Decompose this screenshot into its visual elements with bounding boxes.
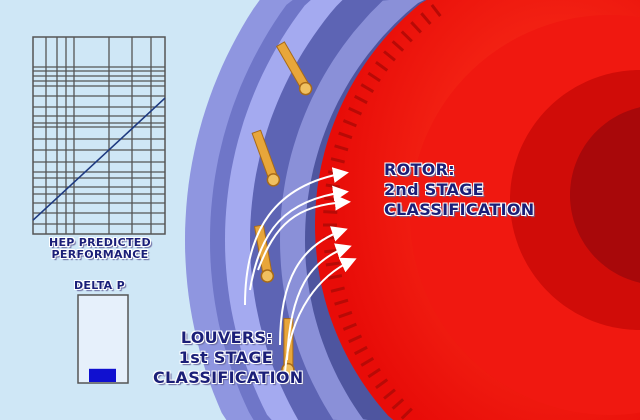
delta-p-fill (89, 368, 116, 382)
rotor-blade (400, 30, 413, 43)
chart-title-line-2: PERFORMANCE (51, 248, 149, 261)
performance-chart (32, 36, 166, 235)
rotor-blade (375, 60, 389, 72)
flow-arrow (284, 257, 357, 373)
rotor-blade (348, 334, 363, 344)
louvers-label-line-2: 1st STAGE (178, 348, 273, 367)
rotor-blade (338, 310, 353, 319)
rotor-label-line-2: 2nd STAGE (384, 180, 484, 199)
rotor-blade (391, 40, 405, 52)
louver (251, 129, 281, 187)
louver-pivot (260, 269, 275, 283)
rotor-shaft (570, 105, 640, 285)
rotor-blade (360, 357, 375, 367)
rotor-blade (420, 12, 432, 25)
flow-arrows (244, 167, 357, 373)
louvers-label-line-3: CLASSIFICATION (153, 368, 304, 387)
rotor-blade (410, 21, 422, 34)
rotor-blade (354, 345, 368, 356)
louver (275, 41, 313, 96)
rotor-label: ROTOR: 2nd STAGE CLASSIFICATION (384, 160, 534, 220)
rotor-label-line-3: CLASSIFICATION (384, 200, 535, 219)
rotor-blade (334, 298, 349, 306)
rotor-blade (367, 367, 381, 379)
delta-p-label: DELTA P (74, 279, 125, 292)
rotor (315, 0, 640, 420)
rotor-blade (367, 71, 381, 83)
rotor-blade (327, 274, 343, 280)
rotor-blade (323, 210, 338, 214)
delta-p-frame (77, 294, 129, 384)
rotor-blade (430, 4, 442, 17)
rotor-blade (325, 261, 340, 267)
rotor-blade (391, 398, 405, 410)
rotor-blade (375, 378, 389, 390)
louver-pivot (266, 173, 281, 187)
delta-p-gauge (77, 294, 129, 384)
rotor-blade (323, 223, 337, 227)
rotor-blade (360, 83, 375, 93)
series-line-predicted (32, 97, 166, 221)
rotor-blade (330, 157, 345, 164)
rotor-blade (354, 94, 368, 105)
rotor-blade (383, 50, 396, 62)
rotor-blade (334, 144, 349, 152)
louvers-label: LOUVERS: 1st STAGE CLASSIFICATION (153, 328, 304, 388)
flow-arrow (244, 167, 349, 306)
rotor-blade (400, 407, 413, 420)
rotor-blade (342, 119, 357, 128)
rotor-blade (342, 322, 357, 331)
louver-pivot (298, 81, 313, 96)
flow-arrow (257, 194, 351, 271)
flow-arrow (249, 185, 349, 291)
rotor-blade (348, 106, 363, 116)
rotor-blade (383, 388, 396, 400)
chart-title: HEP PREDICTED PERFORMANCE (40, 237, 160, 261)
chart-title-line-1: HEP PREDICTED (48, 236, 151, 249)
flow-arrow (279, 226, 348, 346)
rotor-blade (338, 131, 353, 140)
rotor-label-line-1: ROTOR: (384, 160, 455, 179)
flow-arrow (286, 243, 352, 361)
louver (253, 224, 275, 283)
louvers-label-line-1: LOUVERS: (180, 328, 273, 347)
chart-frame (32, 36, 166, 235)
rotor-blade (330, 286, 345, 293)
